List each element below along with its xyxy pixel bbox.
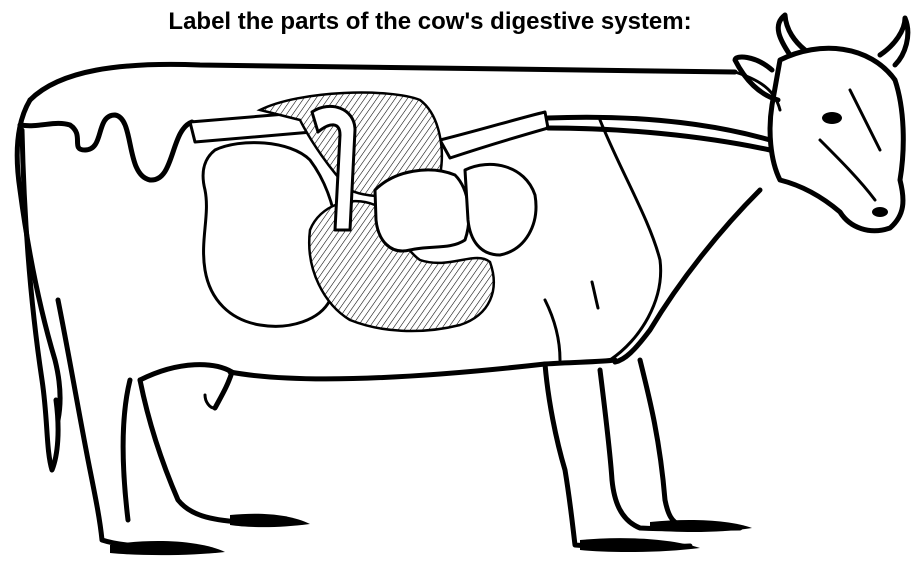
- reticulum: [375, 170, 469, 251]
- esophagus: [440, 112, 548, 158]
- intestine-path: [20, 115, 192, 180]
- cow-head: [735, 15, 908, 231]
- reticulum-right: [465, 164, 536, 255]
